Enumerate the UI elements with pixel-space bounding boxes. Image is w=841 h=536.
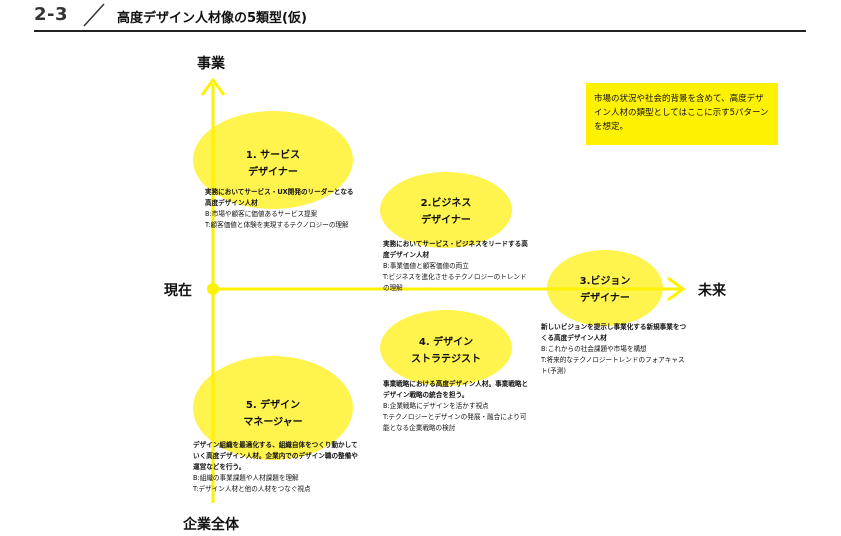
bubble-business-designer: [380, 172, 512, 248]
type-desc-b: B:組織の事業課題や人材課題を理解: [193, 474, 299, 482]
type-title-service-designer: 1. サービス デザイナー: [245, 150, 301, 178]
type-desc-t: T:テクノロジーとデザインの発展・融合により可能となる企業戦略の検討: [383, 413, 527, 432]
type-desc-b: B:企業戦略にデザインを活かす視点: [383, 402, 489, 410]
type-desc-main: 実務においてサービス・ビジネスをリードする高度デザイン人材: [383, 240, 528, 259]
section-number: 2-3: [34, 4, 69, 25]
type-desc-main: デザイン組織を最適化する、組織自体をつくり動かしていく高度デザイン人材。企業内で…: [193, 441, 358, 471]
bubble-service-designer: [193, 111, 353, 209]
axis-label-right: 未来: [698, 283, 726, 299]
type-desc-main: 実務においてサービス・UX開発のリーダーとなる高度デザイン人材: [205, 188, 354, 207]
section-title: 高度デザイン人材像の5類型(仮): [117, 11, 307, 26]
arrow-up-icon: [200, 77, 226, 96]
type-title-business-designer: 2.ビジネス デザイナー: [420, 198, 472, 226]
type-desc-t: T:顧客価値と体験を実現するテクノロジーの理解: [205, 221, 349, 229]
type-title-design-strategist: 4. デザイン ストラテジスト: [411, 337, 481, 365]
axis-label-left: 現在: [164, 283, 192, 299]
slash-divider-icon: [83, 3, 105, 27]
type-desc-service-designer: 実務においてサービス・UX開発のリーダーとなる高度デザイン人材 B:市場や顧客に…: [205, 187, 357, 231]
type-desc-t: T:ビジネスを進化させるテクノロジーのトレンドの理解: [383, 273, 527, 292]
type-title-design-manager: 5. デザイン マネージャー: [243, 400, 303, 428]
type-desc-b: B:市場や顧客に価値あるサービス提案: [205, 210, 318, 218]
bubble-design-manager: [193, 356, 353, 460]
type-desc-main: 事業戦略における高度デザイン人材。事業戦略とデザイン戦略の統合を担う。: [383, 380, 529, 399]
header-rule: [34, 30, 806, 32]
bubble-design-strategist: [380, 310, 512, 386]
section-header: 2-3 高度デザイン人材像の5類型(仮): [34, 0, 806, 30]
axis-label-bottom: 企業全体: [183, 517, 239, 533]
type-desc-main: 新しいビジョンを提示し事業化する新規事業をつくる高度デザイン人材: [541, 323, 687, 342]
type-title-vision-designer: 3.ビジョン デザイナー: [579, 276, 631, 304]
type-desc-b: B:事業価値と顧客価値の両立: [383, 262, 469, 270]
type-desc-design-strategist: 事業戦略における高度デザイン人材。事業戦略とデザイン戦略の統合を担う。 B:企業…: [383, 379, 533, 434]
type-desc-business-designer: 実務においてサービス・ビジネスをリードする高度デザイン人材 B:事業価値と顧客価…: [383, 239, 531, 294]
type-desc-vision-designer: 新しいビジョンを提示し事業化する新規事業をつくる高度デザイン人材 B:これからの…: [541, 322, 691, 377]
arrow-right-icon: [667, 276, 686, 302]
type-desc-b: B:これからの社会課題や市場を構想: [541, 345, 647, 353]
type-desc-t: T:将来的なテクノロジートレンドのフォアキャスト(予測): [541, 356, 685, 375]
type-desc-t: T:デザイン人材と他の人材をつなぐ視点: [193, 485, 311, 493]
origin-dot: [207, 283, 219, 295]
axis-label-top: 事業: [197, 56, 225, 72]
note-box: 市場の状況や社会的背景を含めて、高度デザイン人材の類型としてはここに示す5パター…: [586, 83, 778, 145]
type-desc-design-manager: デザイン組織を最適化する、組織自体をつくり動かしていく高度デザイン人材。企業内で…: [193, 440, 363, 495]
